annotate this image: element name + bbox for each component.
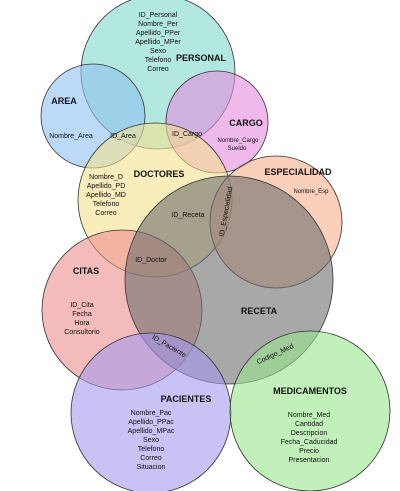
entity-circles xyxy=(40,0,391,491)
pacientes-title: PACIENTES xyxy=(161,394,212,404)
medicamentos-circle xyxy=(229,330,391,491)
relation-id-doctor: ID_Doctor xyxy=(135,257,167,264)
personal-attr-2: Nombre_Per xyxy=(138,21,178,28)
medicamentos-attr-4: Fecha_Caducidad xyxy=(281,439,338,446)
medicamentos-attr-6: Presentacion xyxy=(289,457,330,464)
citas-attr-1: ID_Cita xyxy=(70,302,93,309)
area-title: AREA xyxy=(51,96,77,106)
personal-attr-7: Correo xyxy=(147,66,169,73)
pacientes-labels: PACIENTES Nombre_Pac Apellido_PPac Apell… xyxy=(128,394,212,471)
doctores-attr-3: Apellido_MD xyxy=(86,192,126,199)
doctores-attr-2: Apellido_PD xyxy=(87,183,126,190)
especialidad-attr-1: Nombre_Esp xyxy=(293,189,329,195)
medicamentos-attr-2: Cantidad xyxy=(295,421,323,428)
pacientes-attr-2: Apellido_PPac xyxy=(128,419,174,426)
receta-circle xyxy=(124,175,334,385)
personal-attr-6: Telefono xyxy=(145,57,172,64)
cargo-title: CARGO xyxy=(229,118,263,128)
receta-labels: RECETA xyxy=(241,306,278,316)
doctores-attr-4: Telefono xyxy=(93,201,120,208)
citas-labels: CITAS ID_Cita Fecha Hora Consultorio xyxy=(64,266,100,336)
pacientes-attr-3: Apellido_MPac xyxy=(128,428,175,435)
pacientes-attr-5: Telefono xyxy=(138,446,165,453)
personal-labels: ID_Personal Nombre_Per Apellido_PPer Ape… xyxy=(135,12,226,73)
doctores-attr-5: Correo xyxy=(95,210,117,217)
personal-attr-1: ID_Personal xyxy=(139,12,178,19)
medicamentos-attr-5: Precio xyxy=(299,448,319,455)
area-attr-1: Nombre_Area xyxy=(49,133,93,140)
pacientes-attr-1: Nombre_Pac xyxy=(131,410,172,417)
personal-title: PERSONAL xyxy=(176,53,227,63)
doctores-labels: DOCTORES Nombre_D Apellido_PD Apellido_M… xyxy=(86,169,184,217)
receta-title: RECETA xyxy=(241,306,278,316)
cargo-attr-2: Sueldo xyxy=(228,146,247,152)
relation-id-cargo: ID_Cargo xyxy=(172,131,202,138)
personal-attr-4: Apellido_MPer xyxy=(135,39,181,46)
medicamentos-labels: MEDICAMENTOS Nombre_Med Cantidad Descrip… xyxy=(273,386,347,464)
medicamentos-title: MEDICAMENTOS xyxy=(273,386,347,396)
cargo-attr-1: Nombre_Cargo xyxy=(217,138,259,144)
relation-id-receta: ID_Receta xyxy=(171,212,204,219)
citas-attr-4: Consultorio xyxy=(64,329,100,336)
medicamentos-attr-3: Descripcion xyxy=(291,430,328,437)
relation-id-area: ID_Area xyxy=(110,133,136,140)
pacientes-attr-7: Situacion xyxy=(137,464,166,471)
especialidad-title: ESPECIALIDAD xyxy=(264,167,332,177)
personal-attr-3: Apellido_PPer xyxy=(136,30,181,37)
personal-attr-5: Sexo xyxy=(150,48,166,55)
area-labels: AREA Nombre_Area xyxy=(49,96,93,140)
cargo-labels: CARGO Nombre_Cargo Sueldo xyxy=(217,118,262,152)
citas-title: CITAS xyxy=(73,266,99,276)
pacientes-attr-6: Correo xyxy=(140,455,162,462)
especialidad-labels: ESPECIALIDAD Nombre_Esp xyxy=(264,167,332,195)
medicamentos-attr-1: Nombre_Med xyxy=(288,412,331,419)
citas-attr-2: Fecha xyxy=(72,311,92,318)
citas-attr-3: Hora xyxy=(74,320,89,327)
doctores-attr-1: Nombre_D xyxy=(89,174,123,181)
doctores-title: DOCTORES xyxy=(134,169,185,179)
pacientes-attr-4: Sexo xyxy=(143,437,159,444)
